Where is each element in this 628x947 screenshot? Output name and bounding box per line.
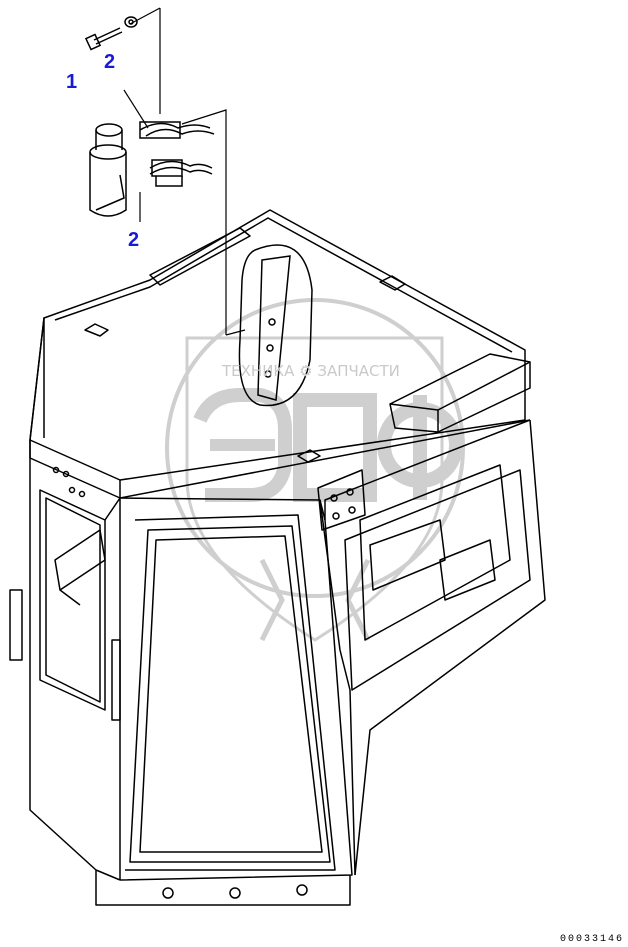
watermark-logo [165,298,465,642]
watermark-text-right: ЗАПЧАСТИ [317,362,400,380]
callout-part-2-bottom: 2 [128,229,140,251]
watermark-text: ТЕХНИКА ⚙ ЗАПЧАСТИ [222,362,400,380]
part-1-cylinder [89,123,127,217]
bolt-and-washer [84,16,138,51]
leader-lines [123,7,246,336]
callout-part-2-top: 2 [104,51,116,73]
watermark-text-left: ТЕХНИКА [222,362,295,380]
circled-bracket-detail [238,244,313,407]
cab-frame [9,209,546,906]
part-2-clamps [139,121,215,187]
gear-icon: ⚙ [299,362,318,380]
drawing-number: 00033146 [559,934,624,945]
callout-part-1: 1 [66,71,78,93]
